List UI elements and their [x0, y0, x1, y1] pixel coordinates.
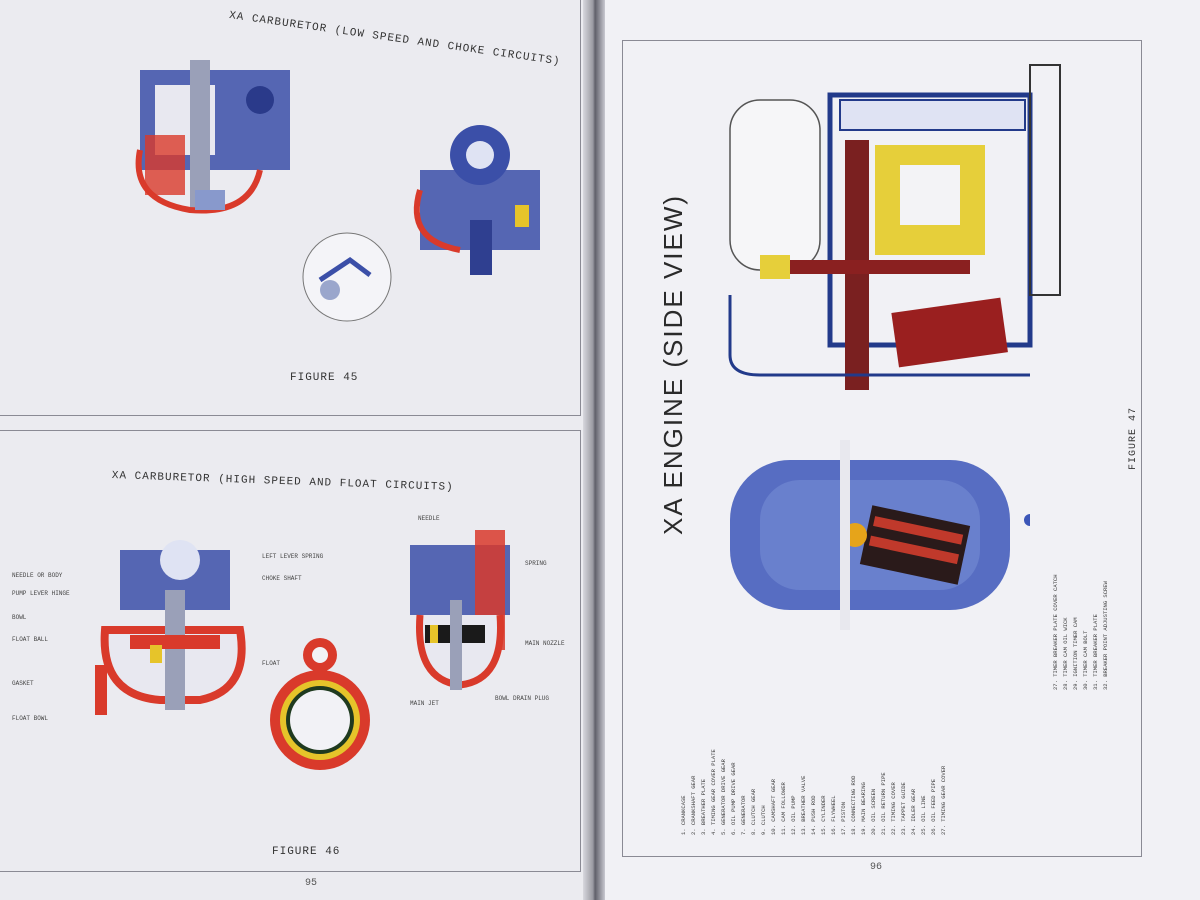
float-bowl-plan-diagram — [270, 638, 370, 770]
fig46-label-11: FLOAT — [262, 660, 281, 667]
legend-item: 23. TAPPET GUIDE — [900, 782, 907, 835]
legend2-item: 31. TIMER BREAKER PLATE — [1092, 614, 1099, 690]
legend-item: 9. CLUTCH — [760, 805, 767, 835]
legend-item: 25. OIL LINE — [920, 795, 927, 835]
figure-45-frame — [0, 0, 581, 416]
legend-item: 13. BREATHER VALVE — [800, 775, 807, 835]
legend-item: 5. GENERATOR DRIVE GEAR — [720, 759, 727, 835]
legend2-item: 27. TIMER BREAKER PLATE COVER CATCH — [1052, 574, 1059, 690]
legend-item: 16. FLYWHEEL — [830, 795, 837, 835]
figure-47-caption: FIGURE 47 — [1128, 406, 1139, 470]
legend-item: 18. CONNECTING ROD — [850, 775, 857, 835]
legend-item: 10. CAMSHAFT GEAR — [770, 778, 777, 835]
fig46-label-9: CHOKE SHAFT — [262, 575, 302, 582]
legend-item: 15. CYLINDER — [820, 795, 827, 835]
book-gutter — [583, 0, 605, 900]
legend2-item: 28. TIMER CAM OIL WICK — [1062, 617, 1069, 690]
legend-item: 22. TIMING COVER — [890, 782, 897, 835]
fig46-label-5: GASKET — [12, 680, 34, 687]
legend-item: 24. IDLER GEAR — [910, 788, 917, 835]
fig46-label-14: BOWL DRAIN PLUG — [495, 695, 550, 702]
legend-item: 26. OIL FEED PIPE — [930, 778, 937, 835]
detail-inset-circle-45 — [302, 232, 392, 322]
fig46-label-7: LEFT LEVER SPRING — [262, 553, 324, 560]
legend-item: 4. TIMING GEAR COVER PLATE — [710, 749, 717, 835]
figure-45-caption: FIGURE 45 — [290, 372, 359, 384]
fig46-label-8: NEEDLE — [418, 515, 440, 522]
left-page-number: 95 — [305, 878, 318, 889]
legend-item: 27. TIMING GEAR COVER — [940, 765, 947, 835]
engine-side-section-diagram — [728, 64, 1061, 390]
legend-item: 17. PISTON — [840, 801, 847, 835]
figure-46-frame — [0, 430, 581, 872]
engine-parts-legend: 1. CRANKCASE 2. CRANKSHAFT GEAR 3. BREAT… — [672, 700, 1002, 850]
legend-item: 8. CLUTCH GEAR — [750, 788, 757, 835]
legend2-item: 32. BREAKER POINT ADJUSTING SCREW — [1102, 581, 1109, 690]
fig46-label-4: FLOAT BALL — [12, 636, 49, 643]
legend-item: 1. CRANKCASE — [680, 795, 687, 835]
figure-47-frame — [622, 40, 1142, 857]
fig46-label-12: MAIN NOZZLE — [525, 640, 565, 647]
legend-item: 20. OIL SCREEN — [870, 788, 877, 835]
fig46-label-13: MAIN JET — [410, 700, 439, 707]
legend-item: 19. MAIN BEARING — [860, 782, 867, 835]
legend-item: 11. CAM FOLLOWER — [780, 782, 787, 835]
engine-top-view-diagram — [730, 440, 1030, 630]
legend-item: 6. OIL PUMP DRIVE GEAR — [730, 762, 737, 835]
legend-item: 14. PUSH ROD — [810, 795, 817, 835]
carburetor-high-speed-diagram — [95, 540, 246, 715]
legend-item: 3. BREATHER PLATE — [700, 778, 707, 835]
legend-item: 2. CRANKSHAFT GEAR — [690, 775, 697, 835]
legend-item: 12. OIL PUMP — [790, 795, 797, 835]
float-circuit-diagram — [410, 530, 510, 690]
fig46-label-3: BOWL — [12, 614, 27, 621]
fig46-label-1: NEEDLE OR BODY — [12, 572, 63, 579]
carburetor-float-diagram-45 — [413, 125, 540, 275]
engine-side-view-title: XA ENGINE (SIDE VIEW) — [658, 193, 688, 535]
legend-item: 21. OIL RETURN PIPE — [880, 772, 887, 835]
legend2-item: 29. IGNITION TIMER CAM — [1072, 617, 1079, 690]
carburetor-cutaway-diagram-45 — [135, 60, 290, 214]
legend-item: 7. GENERATOR — [740, 795, 747, 835]
fig46-label-2: PUMP LEVER HINGE — [12, 590, 70, 597]
fig46-label-6: FLOAT BOWL — [12, 715, 49, 722]
legend2-item: 30. TIMER CAM BOLT — [1082, 630, 1089, 690]
right-page-number: 96 — [870, 862, 883, 873]
fig46-label-10: SPRING — [525, 560, 547, 567]
figure-46-caption: FIGURE 46 — [272, 846, 341, 858]
